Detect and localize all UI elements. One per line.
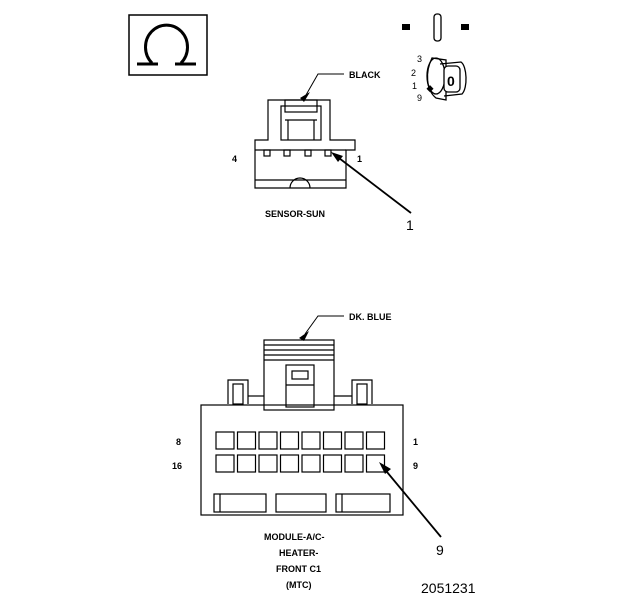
- sensor-wire-arrowhead: [300, 92, 310, 102]
- selector-switch-icon: 0 3 2 1 9: [402, 13, 469, 103]
- sensor-callout-line: [334, 154, 412, 214]
- module-cavity: [279, 431, 300, 450]
- module-row1-right-label: 1: [413, 437, 418, 447]
- module-cavity: [322, 431, 343, 450]
- sensor-connector-name: SENSOR-SUN: [265, 209, 325, 219]
- module-cavity: [365, 431, 386, 450]
- sensor-wire-color-label: BLACK: [349, 70, 381, 80]
- sensor-callout-number: 1: [406, 217, 414, 233]
- sensor-pin-left-label: 4: [232, 154, 237, 164]
- module-callout-number: 9: [436, 542, 444, 558]
- module-wire-leader: [304, 315, 344, 335]
- module-cavity: [215, 454, 235, 473]
- module-cavity: [344, 454, 364, 473]
- module-wire-arrowhead: [299, 331, 309, 341]
- module-name-line: (MTC): [286, 580, 312, 590]
- module-connector: [200, 339, 404, 516]
- switch-pin-label: 1: [412, 81, 417, 91]
- module-name-line: FRONT C1: [276, 564, 321, 574]
- module-name-line: MODULE-A/C-: [264, 532, 325, 542]
- module-name-line: HEATER-: [279, 548, 318, 558]
- module-cavity: [236, 454, 257, 473]
- sensor-sun-connector: [254, 99, 356, 189]
- module-cavity: [215, 431, 235, 450]
- module-wire-color-label: DK. BLUE: [349, 312, 392, 322]
- module-row2-right-label: 9: [413, 461, 418, 471]
- switch-position-label: 0: [447, 73, 455, 89]
- module-callout-arrowhead: [379, 462, 391, 474]
- switch-pin-label: 2: [411, 68, 416, 78]
- module-cavity: [322, 454, 343, 473]
- sensor-pin-right-label: 1: [357, 154, 362, 164]
- module-cavity: [365, 454, 386, 473]
- ohmmeter-icon: [128, 14, 208, 76]
- module-row1-left-label: 8: [176, 437, 181, 447]
- sensor-callout-arrowhead: [331, 152, 343, 162]
- module-cavity: [301, 431, 321, 450]
- module-callout-line: [381, 465, 442, 538]
- module-cavity: [258, 454, 278, 473]
- sensor-wire-leader: [305, 73, 344, 96]
- module-row2-left-label: 16: [172, 461, 182, 471]
- figure-id: 2051231: [421, 580, 476, 596]
- switch-pin-label: 3: [417, 54, 422, 64]
- module-cavity: [279, 454, 300, 473]
- module-cavity-grid: [215, 431, 386, 473]
- module-cavity: [236, 431, 257, 450]
- module-cavity: [258, 431, 278, 450]
- module-cavity: [344, 431, 364, 450]
- switch-pin-label: 9: [417, 93, 422, 103]
- module-cavity: [301, 454, 321, 473]
